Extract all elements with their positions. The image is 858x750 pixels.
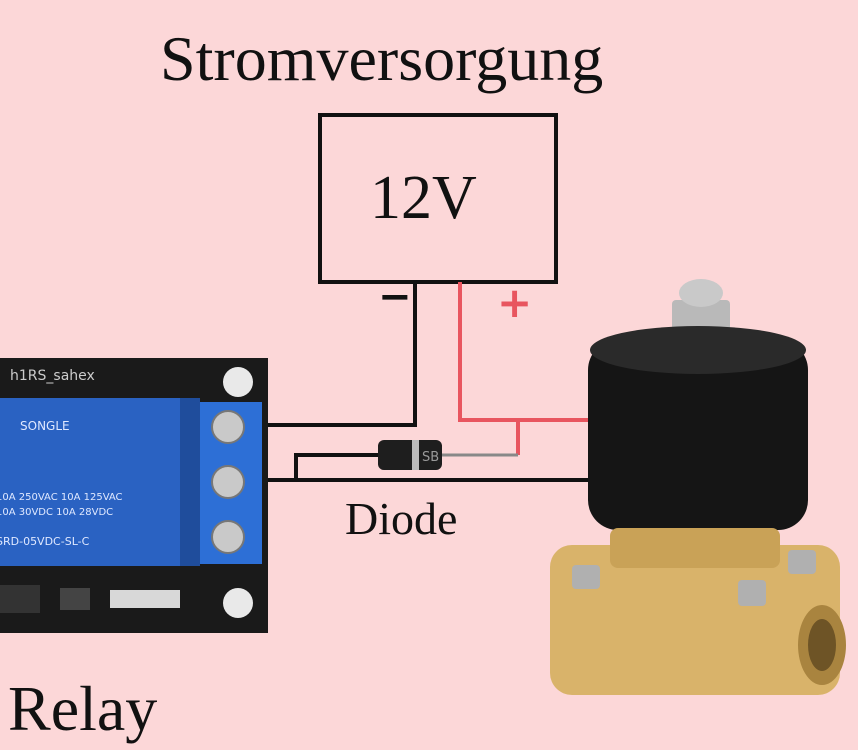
diagram-title: Stromversorgung — [160, 23, 604, 94]
relay-mount-hole-top — [223, 367, 253, 397]
diode-anode-lead — [294, 453, 380, 480]
relay-module: h1RS_sahex SONGLE 10A 250VAC 10A 125VAC … — [0, 358, 268, 633]
power-supply-box — [318, 113, 558, 284]
relay-terminal-2 — [211, 465, 245, 499]
diode: SB — [378, 440, 442, 470]
diode-label: Diode — [345, 493, 458, 544]
relay-label: Relay — [8, 673, 158, 744]
negative-terminal-symbol: − — [378, 274, 412, 320]
power-supply-voltage: 12V — [370, 164, 477, 232]
negative-wire — [228, 282, 417, 427]
valve-coil — [588, 340, 808, 530]
relay-brand: SONGLE — [20, 419, 70, 433]
relay-terminal-1 — [211, 410, 245, 444]
solenoid-valve — [550, 279, 846, 695]
relay-coil-housing — [0, 398, 180, 566]
valve-brass-body — [550, 545, 840, 695]
positive-wire — [458, 282, 590, 422]
relay-mount-hole-bottom — [223, 588, 253, 618]
relay-pcb-text: h1RS_sahex — [10, 368, 95, 384]
diode-marking: SB — [422, 450, 439, 465]
relay-rating-2: 10A 30VDC 10A 28VDC — [0, 507, 113, 518]
positive-terminal-symbol: + — [497, 278, 533, 327]
relay-model: SRD-05VDC-SL-C — [0, 535, 90, 548]
relay-terminal-3 — [211, 520, 245, 554]
relay-rating-1: 10A 250VAC 10A 125VAC — [0, 492, 123, 503]
